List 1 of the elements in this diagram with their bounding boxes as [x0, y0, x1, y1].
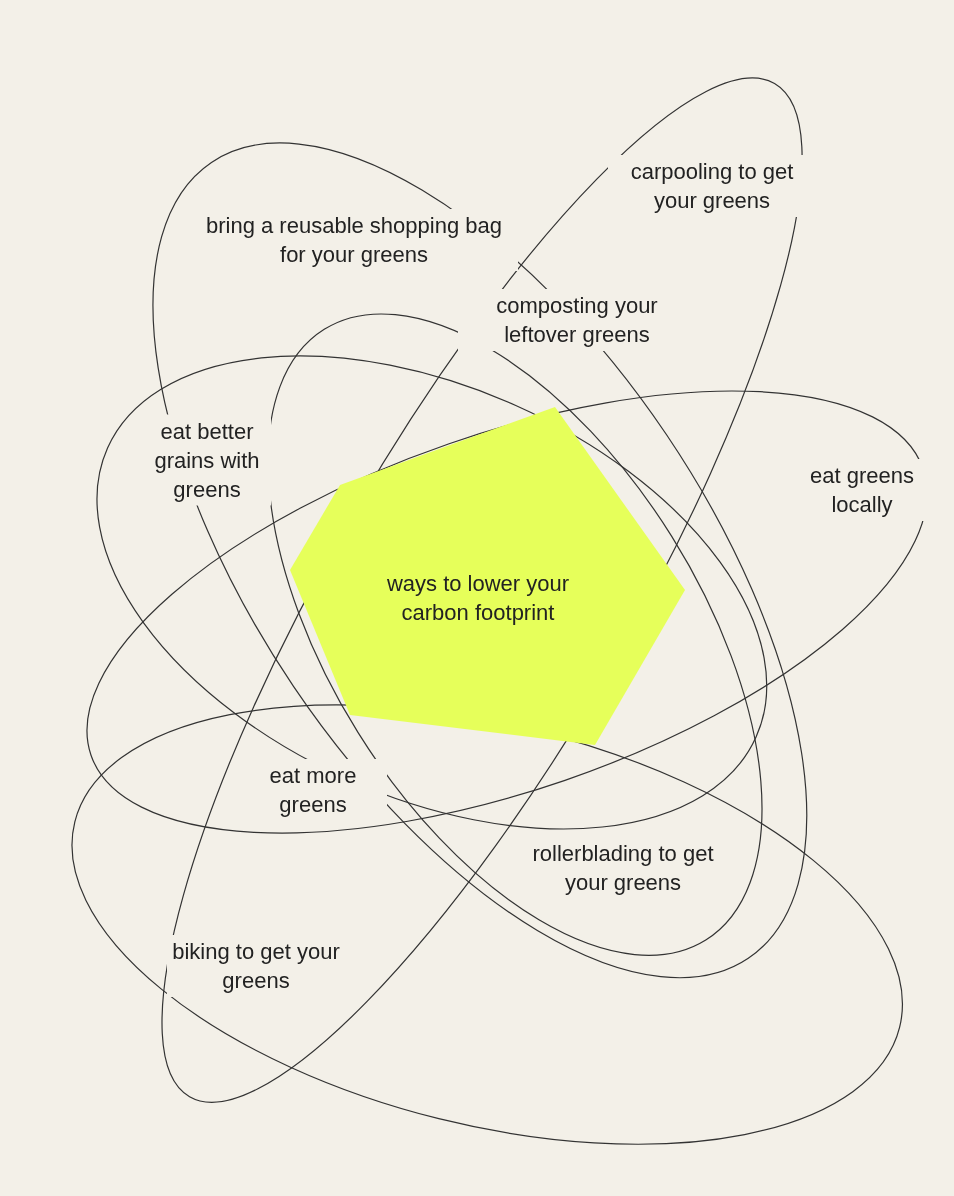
- center-label: ways to lower your carbon footprint: [385, 570, 571, 627]
